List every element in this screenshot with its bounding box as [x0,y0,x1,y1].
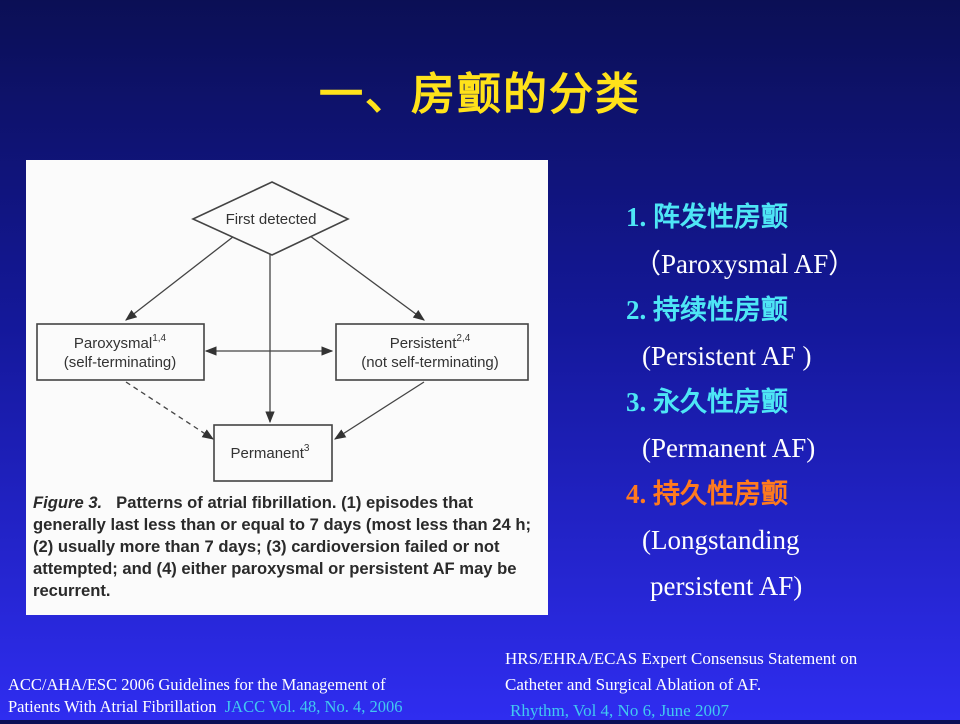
node-paroxysmal [36,323,205,381]
node-paroxysmal-label: Paroxysmal1,4 [74,333,167,352]
node-first-detected-label: First detected [226,211,317,228]
node-persistent-sublabel: (not self-terminating) [361,354,499,371]
edge-first-to-persistent [305,232,425,321]
figure-caption-label: Figure 3. [33,493,103,512]
figure-caption: Figure 3.Patterns of atrial fibrillation… [33,492,543,602]
classification-item-2: 2. 持续性房颤 [626,295,788,326]
classification-item-4-en: (Longstanding [642,525,800,555]
reference-right-journal: Rhythm, Vol 4, No 6, June 2007 [510,701,729,720]
figure-panel: First detected Paroxysmal1,4 (self-termi… [26,160,548,615]
reference-left-line1: ACC/AHA/ESC 2006 Guidelines for the Mana… [8,675,386,694]
node-first-detected [191,181,350,256]
classification-item-1: 1. 阵发性房颤 [626,202,788,233]
reference-right-line1: HRS/EHRA/ECAS Expert Consensus Statement… [505,649,858,668]
node-permanent [213,424,333,482]
node-paroxysmal-sublabel: (self-terminating) [64,354,177,371]
reference-left-line2: Patients With Atrial Fibrillation [8,697,217,716]
reference-right: HRS/EHRA/ECAS Expert Consensus Statement… [505,646,857,724]
reference-left: ACC/AHA/ESC 2006 Guidelines for the Mana… [8,674,402,718]
classification-item-3: 3. 永久性房颤 [626,387,788,418]
edge-paroxysmal-to-permanent [125,381,214,440]
node-persistent-label: Persistent2,4 [390,333,471,352]
classification-item-4: 4. 持久性房颤 [626,479,788,510]
classification-item-1-en: （Paroxysmal AF） [634,249,856,279]
node-persistent [335,323,529,381]
node-permanent-label: Permanent3 [231,443,310,462]
af-pattern-diagram: First detected Paroxysmal1,4 (self-termi… [36,181,529,482]
reference-left-journal: JACC Vol. 48, No. 4, 2006 [224,697,403,716]
classification-item-3-en: (Permanent AF) [642,433,816,463]
classification-item-2-en: (Persistent AF ) [642,341,812,371]
classification-item-4-en2: persistent AF) [650,571,803,601]
figure-caption-text: Patterns of atrial fibrillation. (1) epi… [33,493,531,600]
edge-first-to-paroxysmal [125,232,239,321]
slide-title: 一、房颤的分类 [319,69,641,120]
reference-right-line2: Catheter and Surgical Ablation of AF. [505,675,762,694]
edge-persistent-to-permanent [334,381,425,440]
